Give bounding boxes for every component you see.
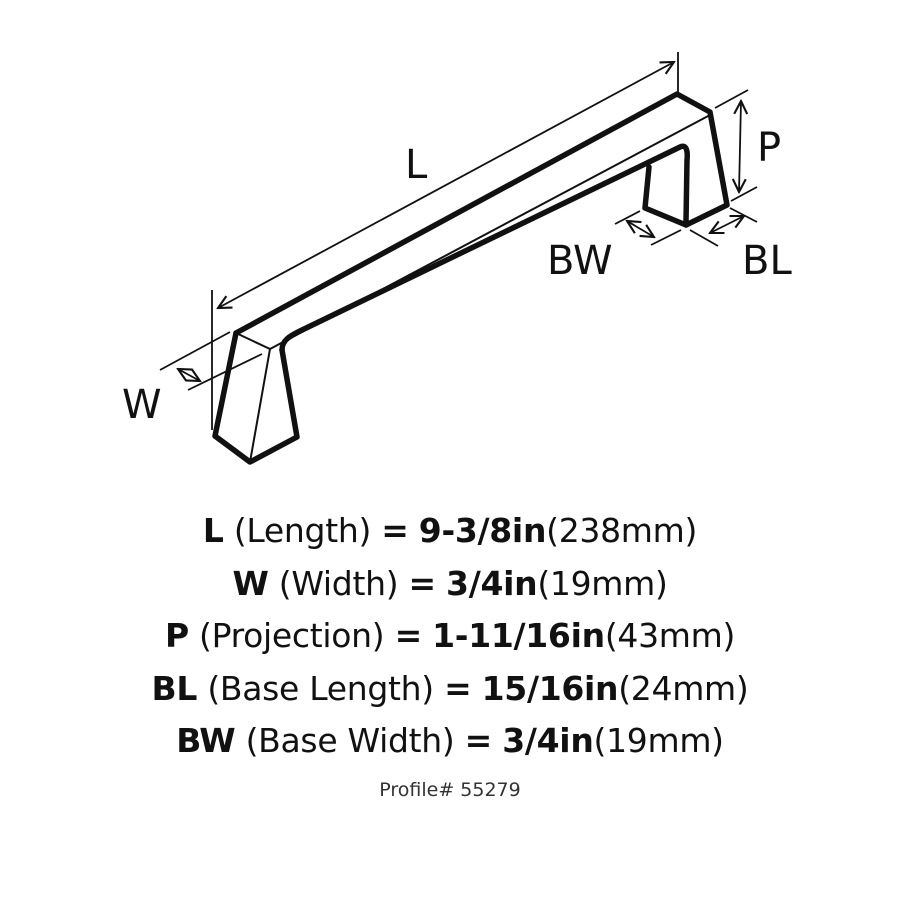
spec-abbr: BW (176, 721, 236, 760)
handle-outline (212, 91, 730, 465)
handle-dimension-diagram: L W P BW BL (122, 52, 792, 465)
spec-name: (Length) (233, 511, 372, 550)
spec-metric: (19mm) (537, 563, 668, 603)
spec-imperial: 3/4in (446, 563, 538, 603)
spec-width: W (Width) = 3/4in(19mm) (0, 558, 900, 611)
spec-equals: = (394, 616, 423, 655)
spec-name: (Base Width) (245, 721, 455, 760)
spec-abbr: BL (151, 668, 198, 708)
spec-equals: = (444, 668, 472, 708)
spec-base-length: BL (Base Length) = 15/16in(24mm) (0, 663, 900, 716)
label-length: L (405, 142, 428, 188)
label-base-length: BL (742, 238, 792, 284)
spec-equals: = (464, 721, 493, 760)
profile-number: Profile# 55279 (379, 779, 521, 801)
spec-metric: (19mm) (593, 721, 725, 760)
spec-abbr: W (232, 563, 269, 603)
spec-metric: (24mm) (618, 668, 749, 708)
spec-metric: (43mm) (604, 616, 736, 655)
spec-abbr: P (164, 616, 189, 655)
label-width: W (122, 382, 162, 428)
spec-imperial: 1-11/16in (432, 616, 605, 655)
dimension-specs: L (Length) = 9-3/8in(238mm) W (Width) = … (0, 505, 900, 768)
spec-name: (Width) (278, 563, 399, 603)
spec-abbr: L (202, 511, 224, 550)
label-projection: P (757, 125, 781, 171)
spec-length: L (Length) = 9-3/8in(238mm) (0, 505, 900, 558)
spec-metric: (238mm) (546, 511, 698, 550)
spec-base-width: BW (Base Width) = 3/4in(19mm) (0, 715, 900, 768)
spec-imperial: 9-3/8in (418, 511, 547, 550)
spec-equals: = (408, 563, 436, 603)
spec-projection: P (Projection) = 1-11/16in(43mm) (0, 610, 900, 663)
spec-name: (Projection) (199, 616, 385, 655)
spec-imperial: 15/16in (481, 668, 619, 708)
dimension-lines (159, 52, 758, 430)
label-base-width: BW (547, 238, 613, 284)
spec-equals: = (381, 511, 409, 550)
spec-name: (Base Length) (207, 668, 434, 708)
spec-imperial: 3/4in (502, 721, 594, 760)
